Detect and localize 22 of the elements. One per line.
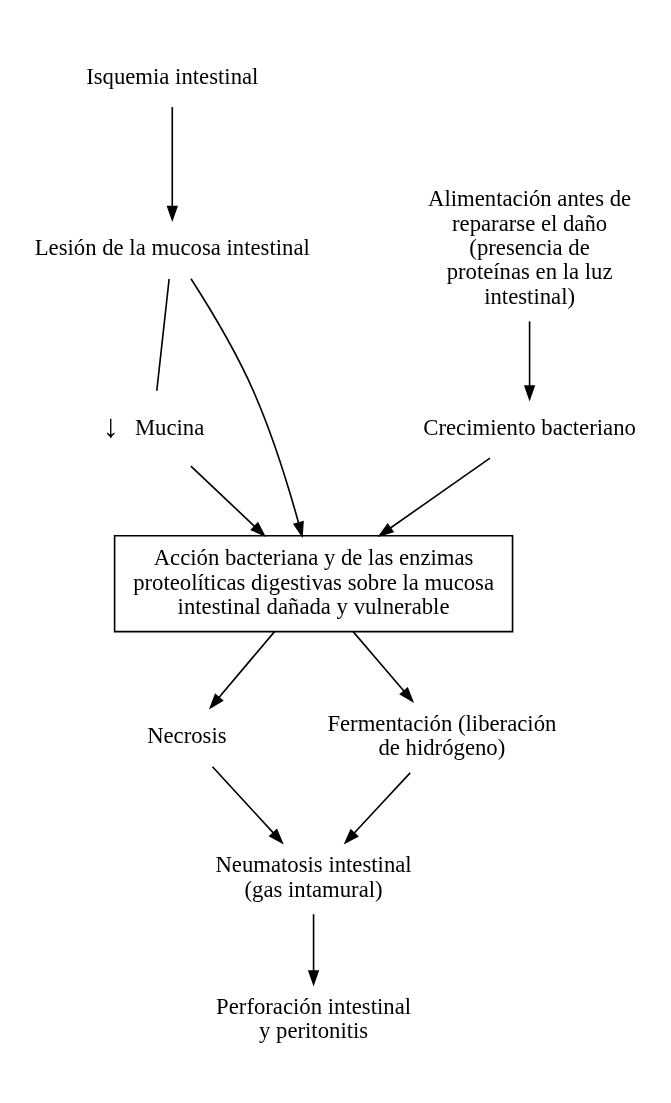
arrow: [190, 464, 266, 537]
node-text: Necrosis: [147, 722, 227, 748]
node-text: Lesión de la mucosa intestinal: [34, 234, 310, 260]
arrow: [208, 630, 276, 709]
node-box: Acción bacteriana y de las enzimas proteolíticas digestivas sobre la mucosa intestinal dañada y vulnerable: [113, 534, 514, 632]
arrow: [307, 912, 320, 986]
node-text: Perforación intestinal y peritonitis: [216, 993, 412, 1043]
arrow: [190, 277, 304, 538]
arrow: [377, 456, 491, 537]
node-text: Neumatosis intestinal (gas intamural): [215, 851, 412, 902]
connector: [155, 277, 170, 392]
arrow: [523, 320, 536, 401]
arrow: [166, 105, 178, 222]
node-text: Crecimiento bacteriano: [423, 414, 636, 440]
node-text: Alimentación antes de repararse el daño (presencia de proteínas en la luz intestinal): [428, 185, 632, 309]
arrow: [343, 771, 411, 844]
arrow: [352, 630, 415, 703]
node-text: Fermentación (liberación de hidrógeno): [327, 710, 557, 760]
node-label: ↓: [102, 407, 119, 444]
node-text: Mucina: [134, 414, 205, 440]
arrow: [211, 765, 284, 844]
node-text: Isquemia intestinal: [86, 63, 259, 89]
